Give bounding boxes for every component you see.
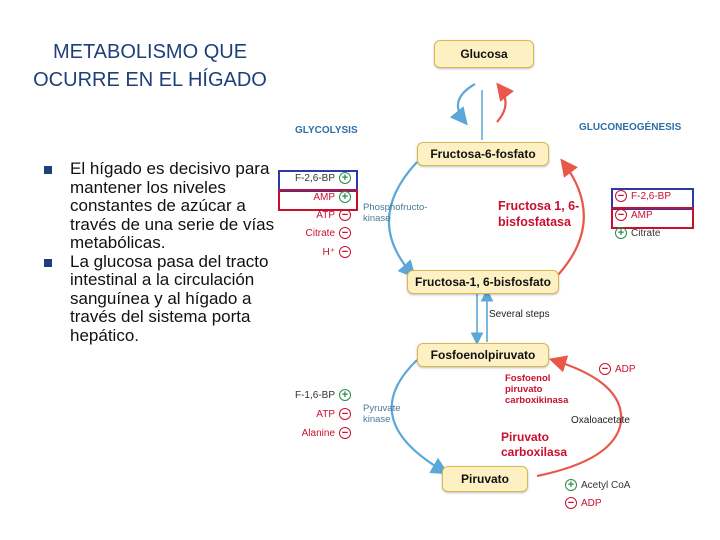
regulator-alanine-pk: Alanine− (283, 426, 351, 442)
metabolite-fructosa-6-fosfato: Fructosa-6-fosfato (417, 142, 549, 166)
metabolite-glucosa: Glucosa (434, 40, 534, 68)
enzyme-piruvato-carboxilasa: Piruvato carboxilasa (501, 430, 568, 459)
metabolite-fosfoenolpiruvato: Fosfoenolpiruvato (417, 343, 549, 367)
oxaloacetate-label: Oxaloacetate (571, 415, 630, 426)
plus-icon: + (615, 227, 627, 240)
regulator-acetyl-coa-pc: +Acetyl CoA (565, 478, 630, 494)
bullet-item: El hígado es decisivo para mantener los … (40, 159, 280, 253)
regulator-atp-pfk: ATP− (283, 208, 351, 224)
regulator-adp-pepck: −ADP (599, 362, 636, 378)
plus-icon: + (339, 191, 351, 204)
metabolite-piruvato: Piruvato (442, 466, 528, 492)
minus-icon: − (339, 227, 351, 240)
pathway-arrows (387, 82, 623, 478)
regulator-h-pfk: H⁺− (283, 245, 351, 261)
highlight-box-f26bp-right (611, 188, 694, 210)
minus-icon: − (615, 209, 627, 222)
plus-icon: + (565, 479, 577, 492)
plus-icon: + (339, 389, 351, 402)
highlight-box-amp-right (611, 207, 694, 229)
highlight-box-f26bp-left (278, 170, 358, 192)
regulator-f16bp-pk: F-1,6-BP+ (283, 388, 351, 404)
minus-icon: − (339, 209, 351, 222)
enzyme-phosphofructokinase: Phosphofructo- kinase (363, 202, 428, 224)
bullet-square-icon (44, 258, 52, 267)
enzyme-fructosa-bisfosfatasa: Fructosa 1, 6- bisfosfatasa (498, 199, 580, 229)
enzyme-pepck: Fosfoenol piruvato carboxikinasa (505, 373, 569, 406)
regulator-adp-pc: −ADP (565, 496, 602, 512)
regulator-citrate-pfk: Citrate− (283, 226, 351, 242)
several-steps-label: Several steps (489, 309, 550, 320)
glycolysis-label: GLYCOLYSIS (295, 125, 358, 136)
bullet-square-icon (44, 166, 52, 174)
bullet-text: El hígado es decisivo para mantener los … (70, 159, 275, 252)
gluconeogenesis-label: GLUCONEOGÉNESIS (579, 122, 682, 133)
regulator-f26bp-fbpase: −F-2,6-BP (615, 189, 671, 205)
regulator-amp-fbpase: −AMP (615, 208, 653, 224)
minus-icon: − (599, 363, 611, 376)
minus-icon: − (339, 408, 351, 421)
minus-icon: − (615, 190, 627, 203)
bullet-item: La glucosa pasa del tracto intestinal a … (40, 251, 280, 346)
plus-icon: + (339, 172, 351, 185)
regulator-atp-pk: ATP− (283, 407, 351, 423)
minus-icon: − (565, 497, 577, 510)
bullet-list: El hígado es decisivo para mantener los … (40, 159, 280, 346)
glucose-metabolism-diagram: Glucosa Fructosa-6-fosfato Fructosa-1, 6… (275, 30, 720, 520)
metabolite-fructosa-1-6-bisfosfato: Fructosa-1, 6-bisfosfato (407, 270, 559, 294)
highlight-box-amp-left (278, 189, 358, 211)
regulator-citrate-fbpase: +Citrate (615, 226, 660, 242)
minus-icon: − (339, 246, 351, 259)
bullet-text: La glucosa pasa del tracto intestinal a … (70, 251, 269, 345)
regulator-amp-pfk: AMP+ (283, 190, 351, 206)
regulator-f26bp-pfk: F-2,6-BP+ (283, 171, 351, 187)
minus-icon: − (339, 427, 351, 440)
slide-title: METABOLISMO QUE OCURRE EN EL HÍGADO (33, 41, 267, 91)
enzyme-pyruvate-kinase: Pyruvate kinase (363, 403, 401, 425)
